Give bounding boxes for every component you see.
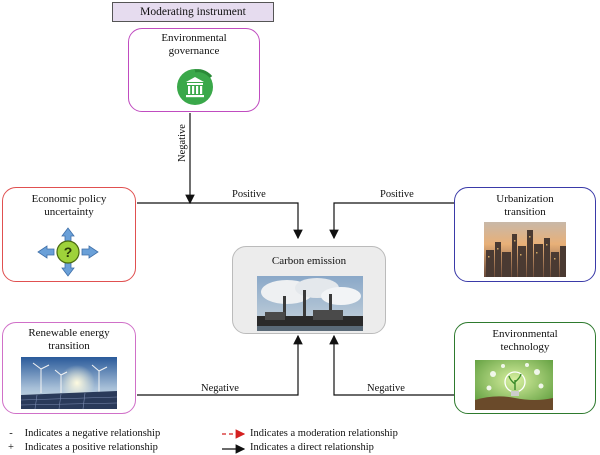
node-environmental-technology: Environmental technology — [454, 322, 596, 414]
legend-positive-text: Indicates a positive relationship — [24, 442, 158, 453]
node-title-line1: Renewable energy — [28, 327, 110, 339]
legend-direct-text: Indicates a direct relationship — [250, 442, 374, 453]
edge-epu-to-carbon — [137, 202, 303, 240]
node-title-line2: transition — [48, 340, 90, 352]
node-renewable-energy-transition: Renewable energy transition — [2, 322, 136, 414]
lightbulb-plant-photo — [475, 360, 553, 410]
urbanization-edge-label: Positive — [380, 189, 414, 200]
edge-urbanization-to-carbon — [329, 202, 454, 240]
factory-photo — [257, 276, 363, 331]
node-title-line1: Environmental — [492, 328, 558, 340]
edge-renewable-to-carbon — [137, 334, 303, 396]
moderating-instrument-header: Moderating instrument — [112, 2, 274, 22]
question-icon: ? — [37, 227, 99, 277]
city-photo — [484, 222, 566, 277]
node-carbon-emission: Carbon emission — [232, 246, 386, 334]
technology-edge-label: Negative — [367, 383, 405, 394]
node-title-line1: Economic policy — [31, 193, 107, 205]
governance-edge-label: Negative — [177, 124, 188, 162]
government-building-icon — [177, 69, 213, 105]
node-title-line2: technology — [500, 341, 550, 353]
renewable-edge-label: Negative — [201, 383, 239, 394]
svg-text:?: ? — [64, 244, 73, 260]
node-urbanization-transition: Urbanization transition — [454, 187, 596, 282]
node-title-line1: Urbanization — [496, 193, 554, 205]
legend-positive: + Indicates a positive relationship — [4, 441, 158, 455]
node-economic-policy-uncertainty: Economic policy uncertainty ? — [2, 187, 136, 282]
edge-technology-to-carbon — [329, 334, 454, 396]
legend-negative-text: Indicates a negative relationship — [24, 428, 161, 439]
solar-wind-photo — [21, 357, 117, 409]
legend-negative-symbol: - — [9, 428, 13, 439]
node-title-line2: uncertainty — [44, 206, 94, 218]
legend-positive-symbol: + — [8, 442, 14, 453]
legend-negative: - Indicates a negative relationship — [4, 427, 160, 441]
node-environmental-governance: Environmental governance — [128, 28, 260, 112]
node-title-line1: Carbon emission — [271, 255, 347, 267]
epu-edge-label: Positive — [232, 189, 266, 200]
node-title-line2: governance — [168, 45, 220, 57]
node-title-line2: transition — [504, 206, 546, 218]
node-title-line1: Environmental — [161, 32, 227, 44]
legend-moderation-text: Indicates a moderation relationship — [250, 428, 398, 439]
